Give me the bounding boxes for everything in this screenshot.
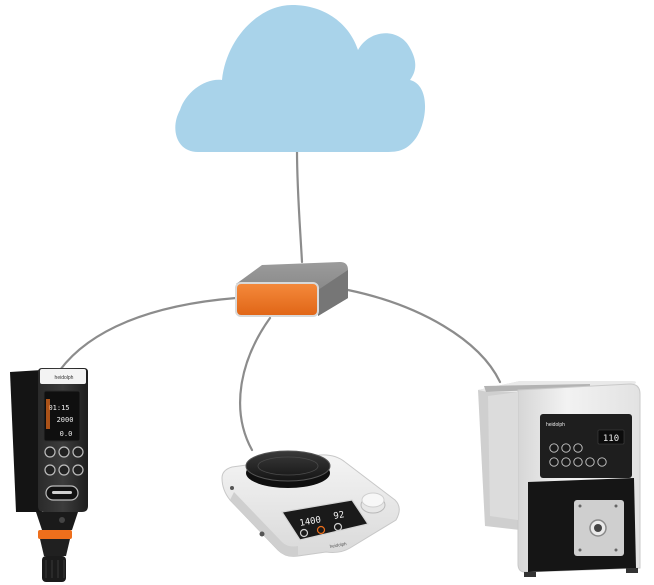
pump-button-1 (549, 443, 559, 453)
edge-cloud-hub (295, 148, 304, 264)
connector-lines (58, 148, 502, 452)
cloud-icon (175, 5, 426, 152)
hotplate-button-2 (316, 525, 326, 535)
overhead-stirrer-brand: heidolph (55, 375, 74, 381)
overhead-stirrer-torque: 0.0 (60, 430, 73, 438)
edge-hub-hotplate-stirrer (239, 316, 272, 452)
pump-brand: heidolph (546, 422, 565, 428)
overhead-stirrer-button-2 (58, 446, 70, 458)
overhead-stirrer-button-3 (72, 446, 84, 458)
hotplate-brand: heidolph (329, 541, 347, 549)
overhead-stirrer-button-5 (58, 464, 70, 476)
pump-display: 110 (603, 434, 619, 444)
pump-button-3 (573, 443, 583, 453)
edge-hub-peristaltic-pump (346, 288, 502, 384)
magnetic-hotplate-stirrer-icon: 1400 92 heidolph (221, 450, 400, 557)
overhead-stirrer-time: 01:15 (48, 404, 69, 412)
overhead-stirrer-button-4 (44, 464, 56, 476)
network-hub-icon (235, 262, 348, 317)
hotplate-display-right: 92 (333, 510, 345, 522)
hotplate-display-left: 1400 (299, 515, 322, 529)
overhead-stirrer-speed: 2000 (57, 416, 74, 424)
hotplate-button-3 (333, 522, 343, 532)
pump-button-7 (585, 457, 595, 467)
edge-hub-overhead-stirrer (58, 296, 238, 372)
pump-button-6 (573, 457, 583, 467)
pump-button-5 (561, 457, 571, 467)
hotplate-button-1 (299, 528, 309, 538)
pump-button-2 (561, 443, 571, 453)
pump-button-8 (597, 457, 607, 467)
overhead-stirrer-icon: heidolph 01:15 2000 0.0 (10, 368, 88, 582)
overhead-stirrer-button-1 (44, 446, 56, 458)
pump-button-4 (549, 457, 559, 467)
overhead-stirrer-button-6 (72, 464, 84, 476)
peristaltic-pump-icon: heidolph 110 (478, 381, 641, 577)
